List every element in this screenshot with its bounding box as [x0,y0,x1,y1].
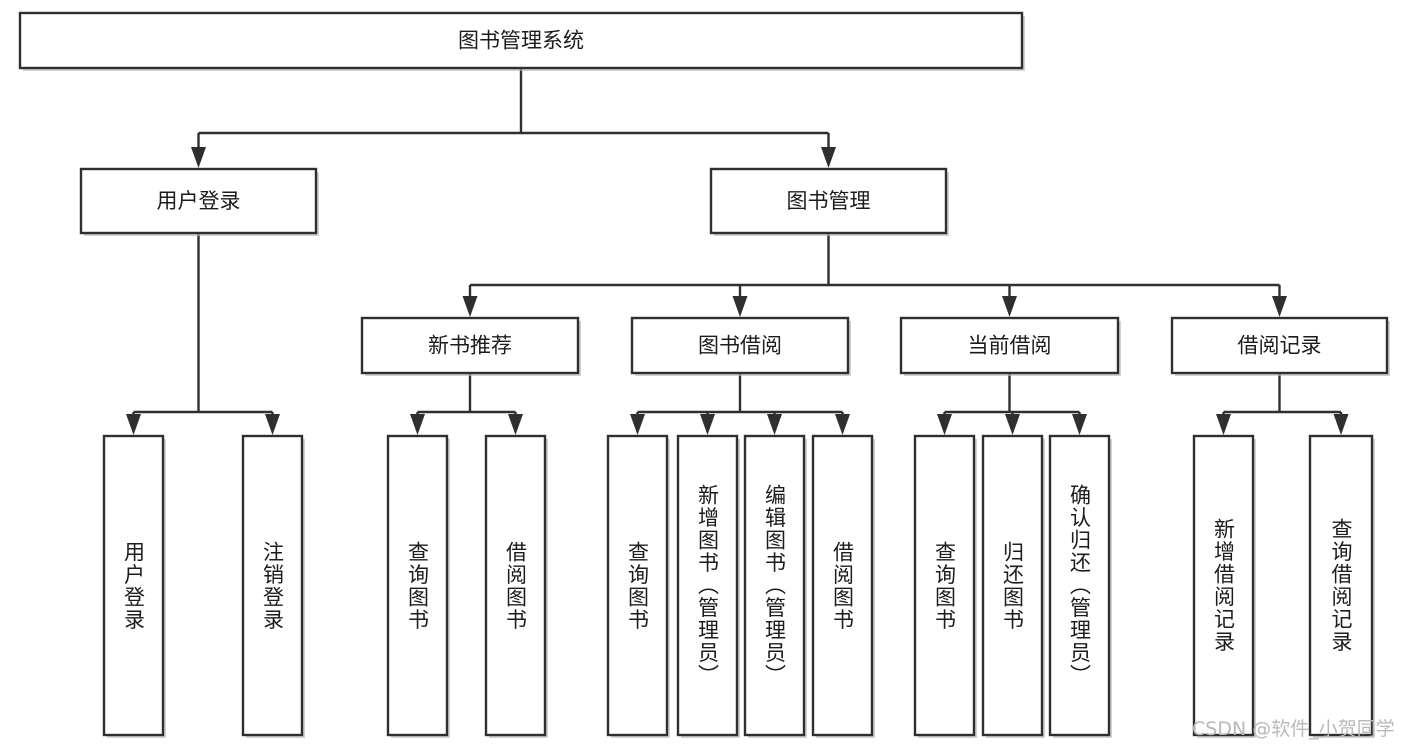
node-leaf-return-book-label: 归还图书 [1000,540,1025,631]
node-leaf-add-record-label: 新增借阅记录 [1211,518,1236,653]
node-leaf-query-book-rec-label: 查询图书 [405,540,430,631]
node-leaf-confirm-return-label: 确认归还（管理员） [1067,484,1092,687]
node-root-system-label: 图书管理系统 [458,29,584,53]
node-current-borrow-box[interactable] [899,316,1120,375]
node-book-manage-box[interactable] [709,167,948,235]
node-leaf-borrow-book-label: 借阅图书 [830,540,855,631]
node-leaf-user-login-label: 用户登录 [121,540,146,631]
node-user-login-label: 用户登录 [157,189,241,213]
node-leaf-query-book-rec-box[interactable] [386,434,449,737]
node-leaf-borrow-book-rec-box[interactable] [484,434,547,737]
node-user-login-box[interactable] [79,167,318,235]
node-leaf-add-record-box[interactable] [1192,434,1255,737]
node-leaf-query-book-cur-label: 查询图书 [932,540,957,631]
node-leaf-query-book-borrow-box[interactable] [606,434,669,737]
node-leaf-query-book-cur-box[interactable] [913,434,976,737]
node-borrow-record-box[interactable] [1170,316,1389,375]
node-leaf-borrow-book-box[interactable] [811,434,874,737]
node-new-book-rec-label: 新书推荐 [428,334,512,358]
node-leaf-query-record-box[interactable] [1308,434,1374,737]
node-borrow-record-label: 借阅记录 [1238,334,1322,358]
node-leaf-query-record-label: 查询借阅记录 [1329,518,1354,653]
node-new-book-rec-box[interactable] [360,316,580,375]
boxes-layer [18,11,1390,738]
node-leaf-confirm-return-box[interactable] [1048,434,1111,737]
node-leaf-edit-book-label: 编辑图书（管理员） [762,484,787,687]
edges-layer [126,68,1349,435]
node-current-borrow-label: 当前借阅 [968,334,1052,358]
node-leaf-return-book-box[interactable] [981,434,1044,737]
node-leaf-borrow-book-rec-label: 借阅图书 [503,540,528,631]
node-leaf-edit-book-box[interactable] [743,434,806,737]
node-book-manage-label: 图书管理 [787,189,871,213]
csdn-watermark: CSDN @软件_小贺同学 [1192,718,1395,740]
node-leaf-add-book-box[interactable] [676,434,739,737]
node-root-system-box[interactable] [18,11,1024,70]
node-leaf-add-book-label: 新增图书（管理员） [695,484,720,687]
node-book-borrow-label: 图书借阅 [698,334,782,358]
node-book-borrow-box[interactable] [630,316,850,375]
node-leaf-logout-box[interactable] [241,434,304,737]
node-leaf-logout-label: 注销登录 [260,540,285,631]
node-leaf-user-login-box[interactable] [102,434,165,737]
node-leaf-query-book-borrow-label: 查询图书 [625,540,650,631]
